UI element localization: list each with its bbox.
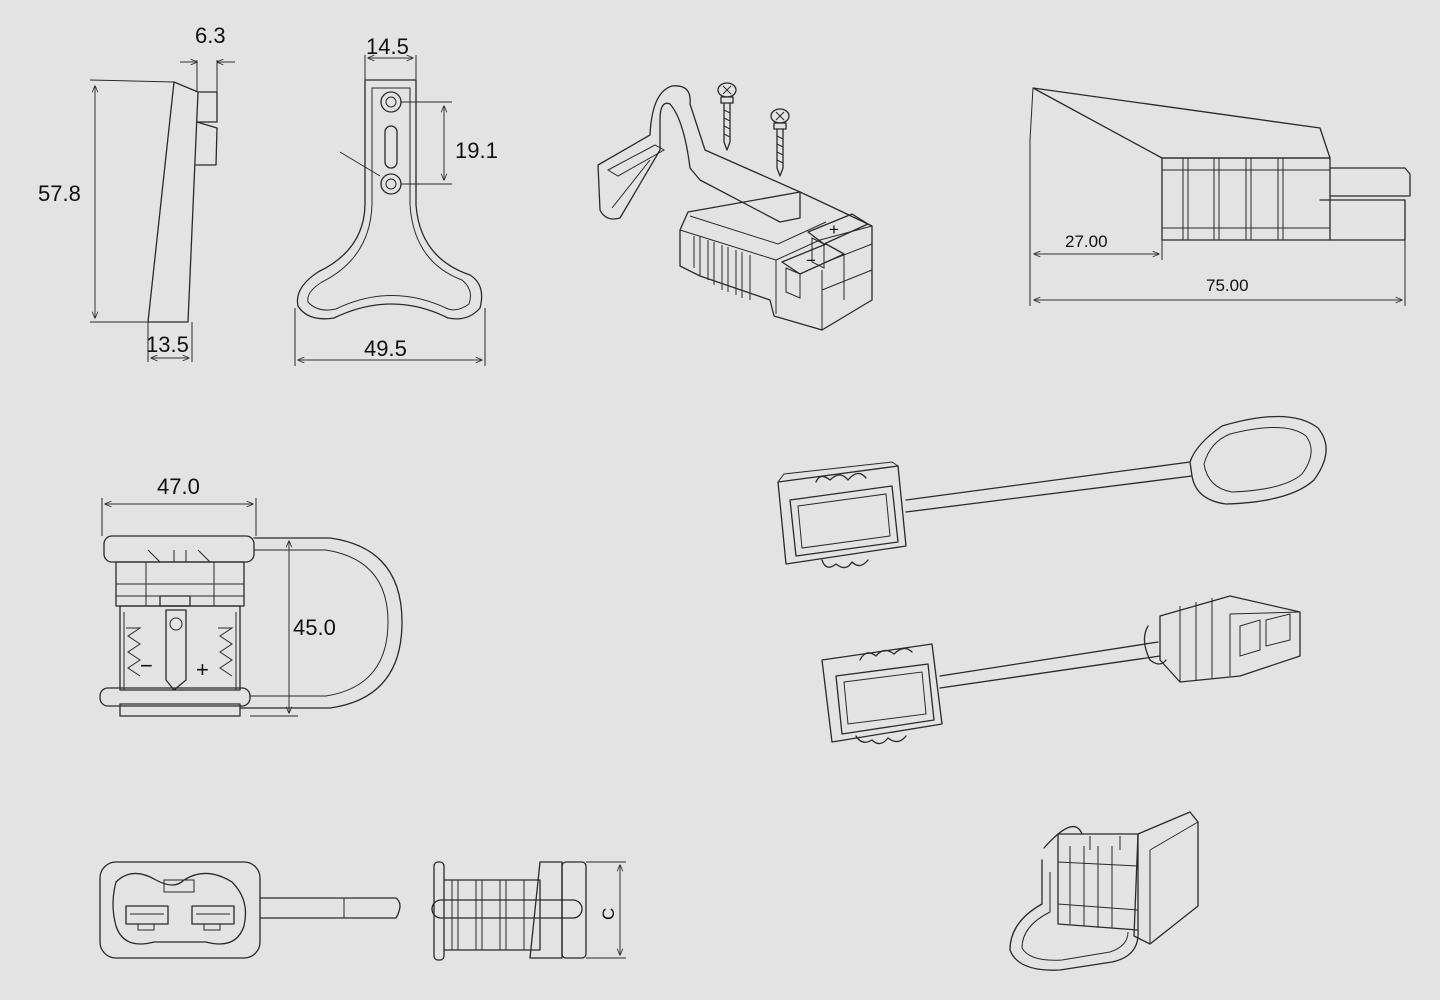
dust-cap-with-connector-iso — [821, 595, 1301, 745]
dim-47-0: 47.0 — [157, 474, 200, 499]
minus-symbol-front: − — [140, 653, 153, 678]
dim-19-1: 19.1 — [455, 138, 498, 163]
connector-front-view: 47.0 45.0 − + — [99, 474, 403, 717]
dim-13-5: 13.5 — [146, 332, 189, 357]
dim-27-00: 27.00 — [1065, 232, 1108, 251]
dim-14-5: 14.5 — [366, 34, 409, 59]
dim-c: C — [599, 908, 618, 920]
connector-side-view-c: C — [431, 861, 626, 961]
dim-57-8: 57.8 — [38, 181, 81, 206]
dim-49-5: 49.5 — [364, 336, 407, 361]
screw-2 — [770, 108, 790, 177]
isometric-connector-with-handle: + − — [597, 82, 873, 331]
plus-symbol-iso: + — [829, 220, 839, 239]
handle-side-view: 6.3 57.8 13.5 — [38, 23, 235, 362]
isometric-connector-with-u-handle — [1009, 811, 1199, 971]
connector-side-view: 27.00 75.00 — [1029, 87, 1411, 306]
dim-6-3: 6.3 — [195, 23, 226, 48]
screw-1 — [717, 82, 737, 151]
connector-end-view — [99, 861, 401, 959]
minus-symbol-iso: − — [806, 251, 816, 270]
t-handle-front-view: 14.5 19.1 49.5 — [294, 34, 498, 366]
dust-cap-loop-iso — [777, 415, 1327, 569]
plus-symbol-front: + — [196, 657, 209, 682]
dim-45-0: 45.0 — [293, 615, 336, 640]
dim-75-00: 75.00 — [1206, 276, 1249, 295]
